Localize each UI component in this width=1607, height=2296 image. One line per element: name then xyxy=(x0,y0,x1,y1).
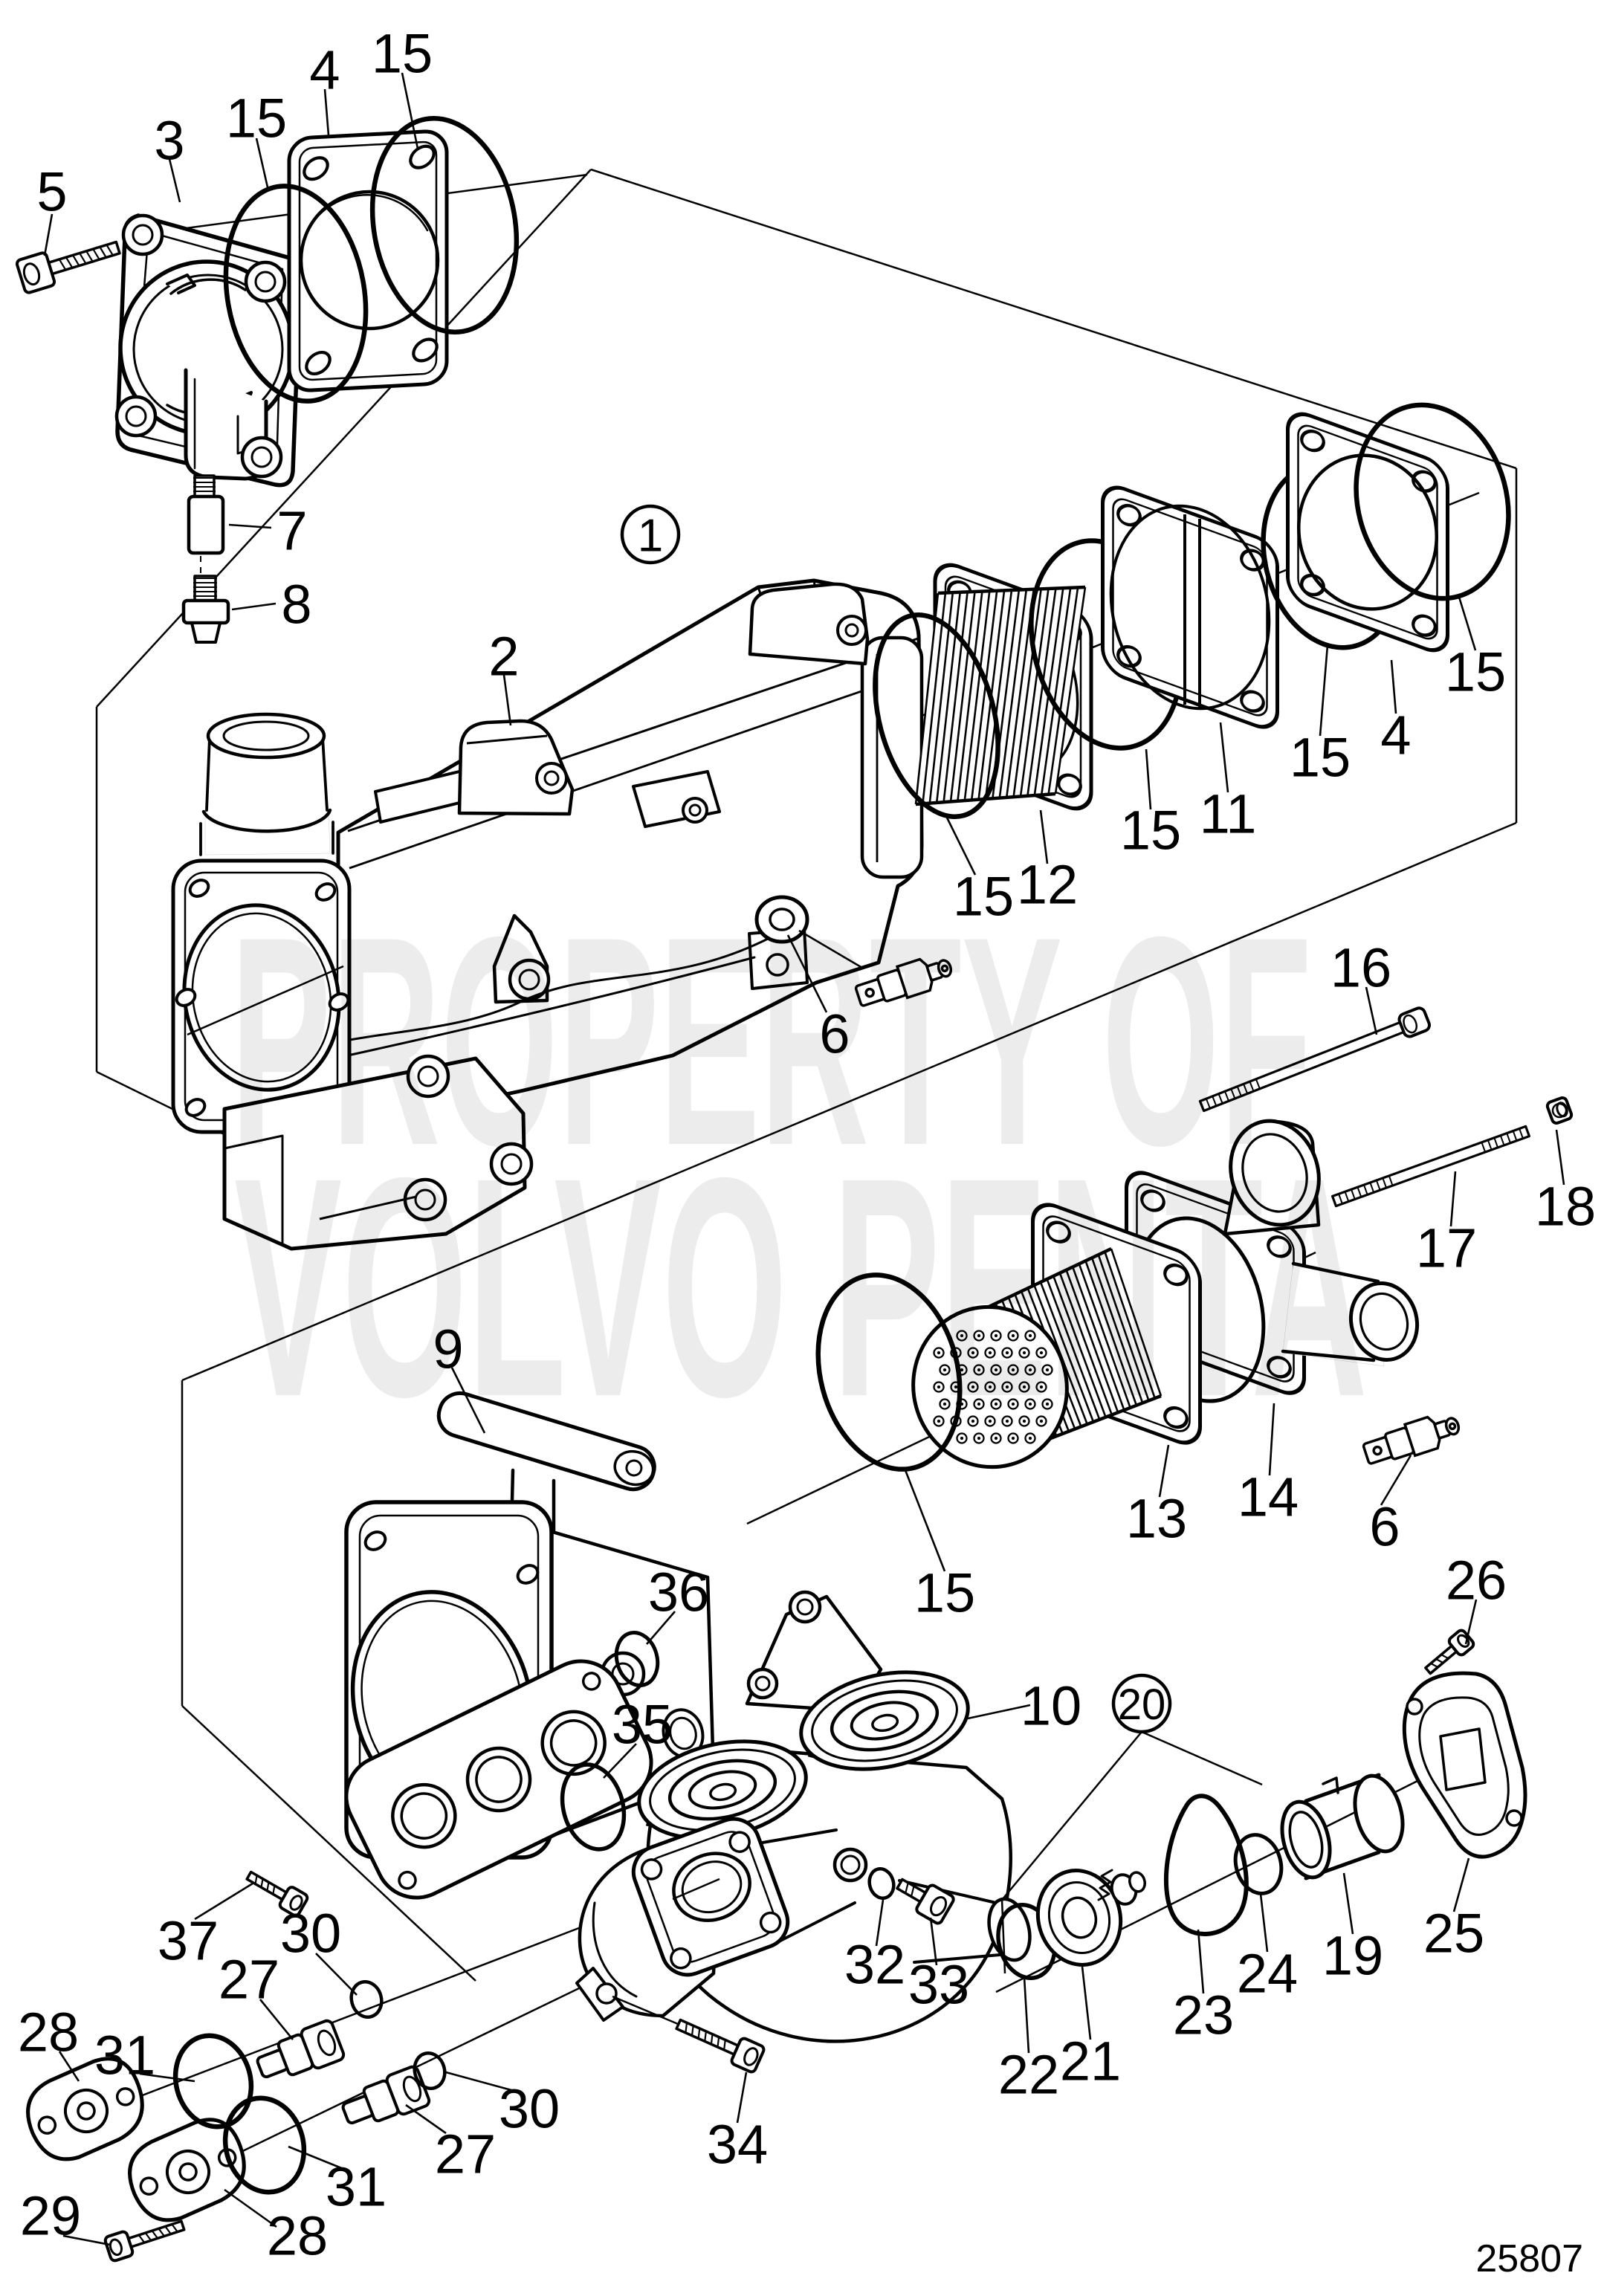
svg-text:26: 26 xyxy=(1446,1550,1507,1611)
svg-text:15: 15 xyxy=(1290,727,1351,789)
svg-text:11: 11 xyxy=(1200,783,1257,845)
svg-text:15: 15 xyxy=(226,88,287,149)
svg-text:14: 14 xyxy=(1238,1466,1299,1528)
svg-text:24: 24 xyxy=(1237,1943,1298,2005)
svg-text:12: 12 xyxy=(1017,854,1078,916)
svg-text:3: 3 xyxy=(154,110,184,172)
svg-text:1: 1 xyxy=(638,510,663,561)
svg-text:28: 28 xyxy=(267,2205,328,2267)
svg-text:29: 29 xyxy=(20,2185,81,2247)
svg-text:32: 32 xyxy=(844,1934,905,1996)
svg-text:33: 33 xyxy=(908,1954,969,2016)
svg-text:16: 16 xyxy=(1330,937,1391,999)
svg-text:27: 27 xyxy=(435,2124,496,2185)
svg-text:35: 35 xyxy=(612,1694,673,1756)
svg-text:34: 34 xyxy=(707,2114,768,2176)
svg-text:7: 7 xyxy=(277,500,307,562)
svg-text:21: 21 xyxy=(1060,2031,1121,2092)
svg-text:15: 15 xyxy=(1120,800,1181,861)
svg-text:VOLVO PENTA: VOLVO PENTA xyxy=(234,1113,1368,1462)
svg-text:37: 37 xyxy=(158,1910,219,1972)
svg-text:18: 18 xyxy=(1535,1176,1596,1238)
svg-text:4: 4 xyxy=(309,39,340,101)
svg-text:22: 22 xyxy=(998,2044,1059,2106)
svg-text:9: 9 xyxy=(433,1319,463,1380)
svg-text:31: 31 xyxy=(326,2156,387,2218)
svg-text:30: 30 xyxy=(280,1903,341,1964)
svg-text:17: 17 xyxy=(1416,1217,1477,1279)
svg-text:36: 36 xyxy=(648,1562,709,1623)
svg-text:15: 15 xyxy=(914,1562,975,1624)
svg-text:19: 19 xyxy=(1322,1925,1383,1987)
svg-text:28: 28 xyxy=(18,2002,79,2063)
svg-text:10: 10 xyxy=(1021,1675,1081,1737)
svg-text:6: 6 xyxy=(819,1003,850,1065)
svg-text:2: 2 xyxy=(488,626,519,688)
svg-text:25: 25 xyxy=(1423,1903,1484,1964)
svg-text:15: 15 xyxy=(372,23,433,85)
svg-text:23: 23 xyxy=(1173,1985,1234,2046)
svg-text:15: 15 xyxy=(1445,641,1506,703)
svg-text:PROPERTY OF: PROPERTY OF xyxy=(230,875,1312,1207)
svg-text:20: 20 xyxy=(1118,1681,1166,1729)
svg-text:15: 15 xyxy=(953,866,1014,928)
svg-text:27: 27 xyxy=(219,1949,279,2011)
svg-text:30: 30 xyxy=(499,2078,560,2140)
svg-text:13: 13 xyxy=(1126,1488,1187,1550)
svg-text:25807: 25807 xyxy=(1475,2237,1583,2280)
svg-text:6: 6 xyxy=(1369,1496,1400,1558)
svg-text:31: 31 xyxy=(94,2025,155,2086)
svg-text:8: 8 xyxy=(281,574,311,636)
svg-text:4: 4 xyxy=(1380,705,1411,766)
svg-text:5: 5 xyxy=(36,161,67,223)
